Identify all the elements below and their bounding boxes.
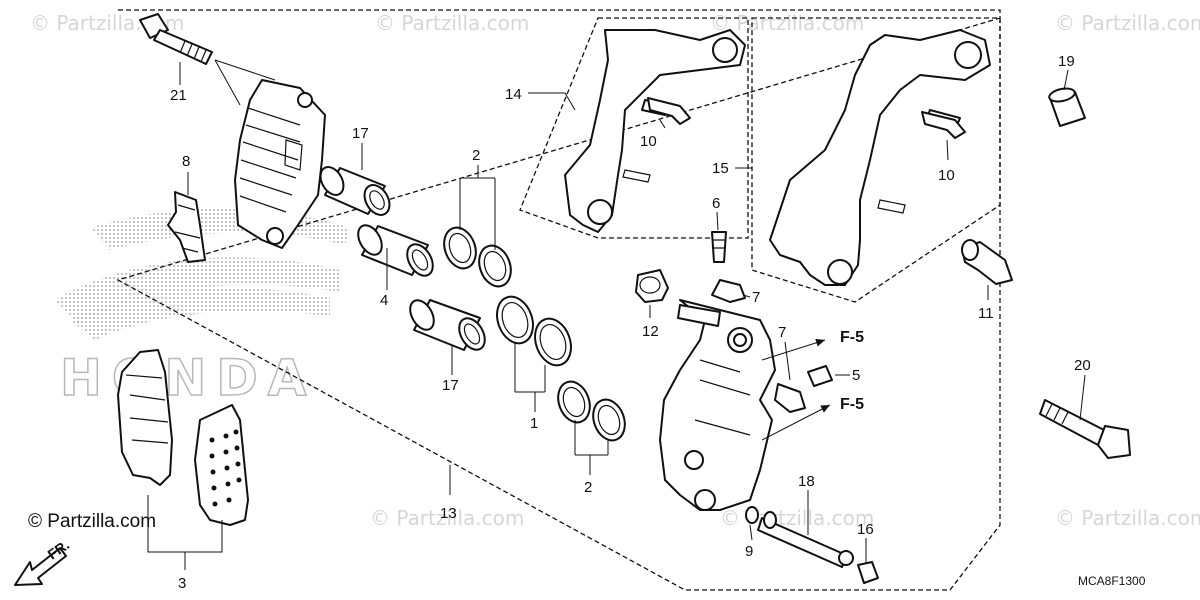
callout-2: 2	[584, 479, 592, 496]
sleeve-4	[357, 224, 434, 277]
pad-spring-8	[167, 191, 206, 263]
callout-6: 6	[712, 195, 720, 212]
callout-12: 12	[642, 323, 659, 340]
callout-4: 4	[380, 292, 388, 309]
callout-5: 5	[852, 367, 860, 384]
callout-10: 10	[640, 133, 657, 150]
callout-19: 19	[1058, 53, 1075, 70]
callout-20: 20	[1074, 357, 1091, 374]
callout-2: 2	[472, 147, 480, 164]
caliper-assembly-frame	[116, 9, 1001, 591]
piston-seals	[443, 226, 626, 442]
callout-16: 16	[857, 521, 874, 538]
bleeder-5	[807, 365, 833, 387]
callout-13: 13	[440, 505, 457, 522]
callout-8: 8	[182, 153, 190, 170]
leader-lines	[147, 59, 1086, 570]
watermark-text: © Partzilla.com	[720, 506, 874, 530]
copyright-text: © Partzilla.com	[28, 511, 156, 532]
diagram-code: MCA8F1300	[1078, 574, 1146, 588]
callout-3: 3	[178, 575, 186, 592]
cap-12	[635, 269, 669, 303]
bolt-21	[139, 13, 213, 65]
watermark-layer: © Partzilla.com © Partzilla.com © Partzi…	[30, 11, 1200, 530]
callout-17: 17	[442, 377, 459, 394]
callout-17: 17	[352, 125, 369, 142]
bleeder-6	[711, 231, 727, 263]
watermark-text: © Partzilla.com	[710, 11, 864, 35]
pin-18	[757, 511, 854, 568]
watermark-text: © Partzilla.com	[375, 11, 529, 35]
watermark-text: © Partzilla.com	[1055, 506, 1200, 530]
bracket-14	[564, 29, 746, 233]
caliper-half	[234, 79, 326, 249]
sleeve-17-top	[319, 166, 391, 216]
front-direction-arrow: FR.	[14, 536, 72, 586]
watermark-text: © Partzilla.com	[1055, 11, 1200, 35]
callout-7: 7	[778, 324, 786, 341]
callout-10: 10	[938, 167, 955, 184]
bolt-20	[1039, 399, 1131, 459]
callout-15: 15	[712, 160, 729, 177]
callout-9: 9	[745, 543, 753, 560]
callout-labels: 21 8 17 2 4 17 1 2 13 3 14 10 15 10 19 6…	[170, 53, 1091, 592]
reference-f5: F-5	[840, 329, 864, 346]
callout-7: 7	[752, 289, 760, 306]
clip-7	[711, 279, 806, 413]
reference-f5: F-5	[840, 396, 864, 413]
watermark-text: © Partzilla.com	[370, 506, 524, 530]
brand-watermark-text: HONDA	[60, 349, 316, 407]
callout-14: 14	[505, 86, 522, 103]
cap-16	[857, 561, 879, 584]
caliper-body	[659, 299, 776, 511]
bracket-frame-15	[751, 17, 1001, 303]
bracket-15	[769, 29, 991, 286]
sleeve-17-bottom	[409, 299, 486, 351]
callout-21: 21	[170, 87, 187, 104]
brake-pads-3	[117, 349, 249, 526]
callout-18: 18	[798, 473, 815, 490]
bolt-11	[961, 239, 1013, 285]
collar-19	[1048, 87, 1086, 127]
pad-retainer-10	[647, 97, 966, 139]
bracket-frame-14	[519, 17, 749, 239]
washer-9	[745, 506, 759, 524]
callout-11: 11	[978, 305, 994, 322]
callout-1: 1	[530, 415, 538, 432]
